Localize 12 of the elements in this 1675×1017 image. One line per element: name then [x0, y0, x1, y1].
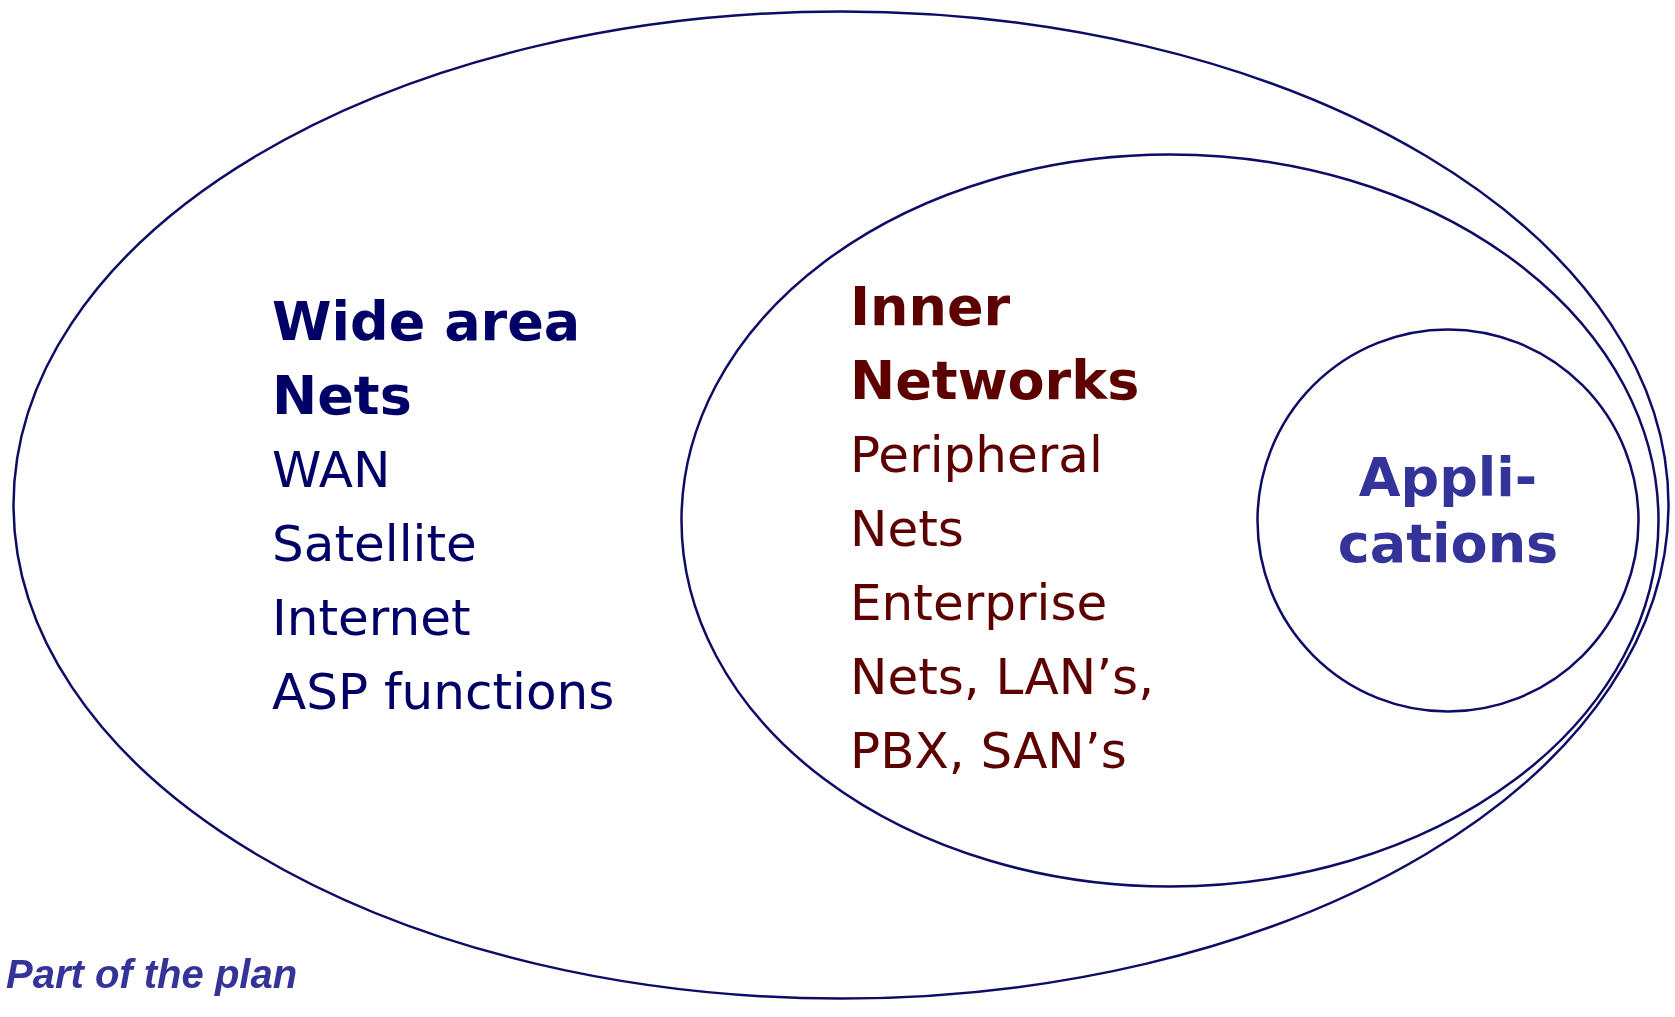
- application-circle: [1256, 328, 1640, 713]
- note-text: Part of the plan: [6, 952, 298, 997]
- list-item: Internet: [272, 588, 471, 649]
- group-heading: Appli- cations: [1336, 445, 1560, 577]
- group-heading: Wide area Nets: [272, 289, 582, 429]
- list-item: WAN: [272, 440, 391, 501]
- inner-ellipse: [680, 153, 1660, 888]
- group-heading: Inner Networks: [850, 274, 1141, 414]
- list-item: Enterprise Nets, LAN’s, PBX, SAN’s: [850, 573, 1156, 782]
- list-item: ASP functions: [272, 662, 615, 723]
- list-item: Satellite: [272, 514, 477, 575]
- list-item: Peripheral Nets: [850, 425, 1104, 560]
